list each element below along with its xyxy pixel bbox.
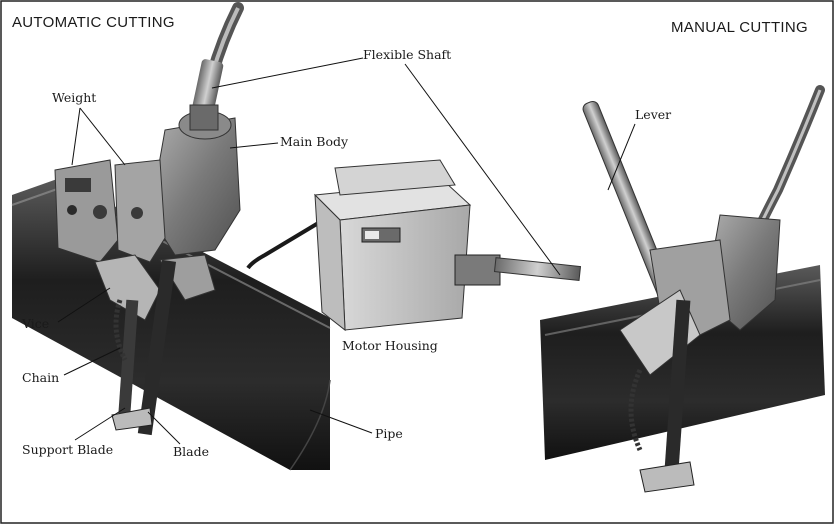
leader-flex-shaft-left — [211, 57, 364, 89]
left-blade-bar — [137, 259, 177, 436]
left-weight-bolt-1 — [67, 205, 77, 215]
motor-box-side — [314, 193, 346, 332]
leader-pipe — [309, 409, 373, 434]
right-flex-shaft-shine — [756, 89, 822, 231]
right-chain — [628, 368, 643, 452]
label-chain: Chain — [22, 370, 60, 385]
leader-weight-2 — [79, 107, 126, 166]
motor-output-shaft — [493, 257, 582, 282]
label-lever: Lever — [635, 107, 672, 122]
label-main-body: Main Body — [280, 134, 349, 149]
leader-main-body — [229, 142, 279, 149]
label-support-blade: Support Blade — [22, 442, 114, 457]
label-vice: Vice — [22, 316, 50, 331]
left-weight-bolt-2 — [93, 205, 107, 219]
left-pipe-end — [289, 379, 331, 471]
label-flexible-shaft: Flexible Shaft — [363, 47, 452, 62]
leader-chain — [63, 347, 121, 376]
leader-lever — [607, 123, 636, 191]
label-pipe: Pipe — [375, 426, 403, 441]
label-motor-housing: Motor Housing — [342, 338, 438, 353]
left-vice — [94, 254, 161, 321]
header-manual-cutting: MANUAL CUTTING — [671, 19, 808, 36]
motor-switch-toggle — [365, 231, 379, 239]
leader-vice — [57, 287, 111, 323]
label-blade: Blade — [173, 444, 210, 459]
motor-coupling — [454, 254, 501, 286]
left-weight-bolt-3 — [131, 207, 143, 219]
left-body-collar — [189, 104, 219, 131]
leader-flex-shaft-right — [404, 63, 561, 276]
left-weight-1 — [54, 159, 119, 263]
left-blade-foot — [111, 407, 153, 431]
motor-cable — [246, 220, 322, 270]
motor-box-front — [339, 204, 471, 331]
leader-blade — [147, 411, 181, 445]
header-automatic-cutting: AUTOMATIC CUTTING — [12, 14, 175, 31]
left-weight-window — [65, 178, 91, 192]
leader-lines — [57, 57, 636, 445]
right-blade-foot — [639, 461, 695, 493]
right-blade-bar — [663, 299, 691, 486]
leader-weight-1 — [71, 107, 81, 166]
leader-support-blade — [74, 407, 126, 441]
motor-box-lid — [334, 159, 456, 196]
left-chain — [113, 299, 128, 362]
left-support-blade — [117, 299, 139, 426]
label-weight: Weight — [52, 90, 97, 105]
